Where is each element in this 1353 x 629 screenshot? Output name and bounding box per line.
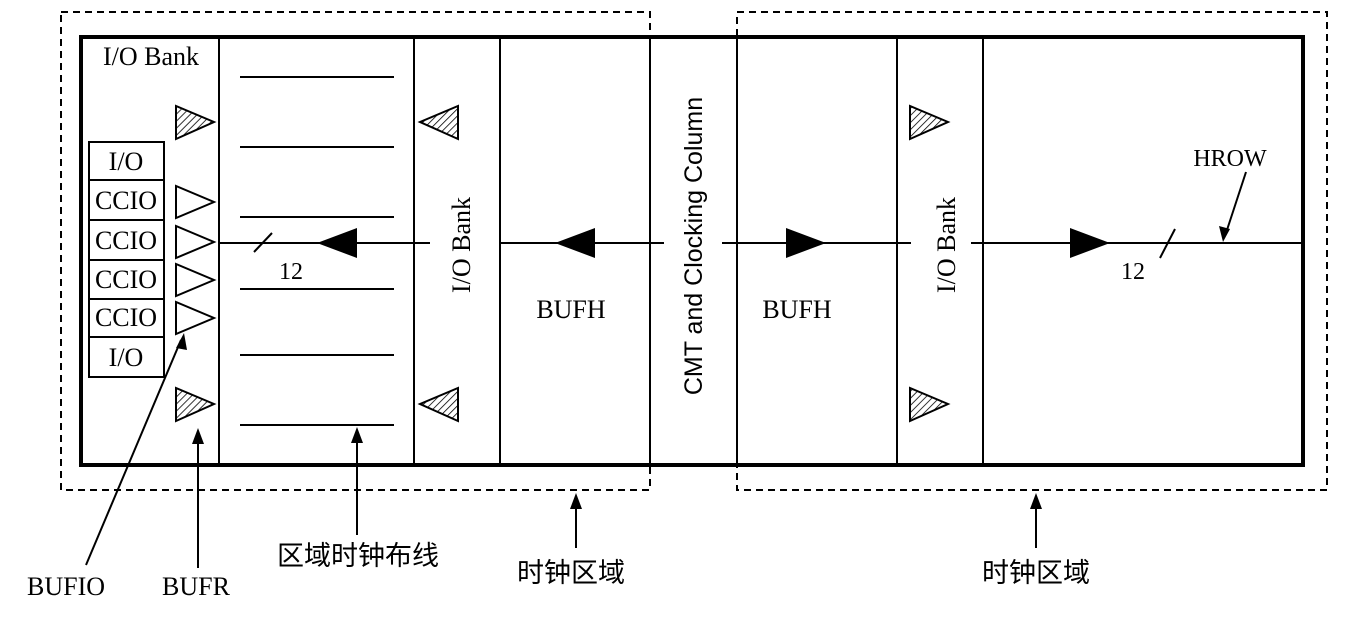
- clock-region-label-left: 时钟区域: [517, 558, 625, 589]
- hrow-label: HROW: [1193, 146, 1267, 172]
- io-cell-label: CCIO: [95, 186, 157, 215]
- io-cell-label: CCIO: [95, 303, 157, 332]
- arrow-right-icon: [786, 228, 826, 258]
- callout-arrows: [85, 339, 1037, 568]
- io-bank-column-label-right: I/O Bank: [932, 197, 961, 293]
- arrow-up-icon: [1030, 493, 1042, 509]
- clock-region-right-outline: [736, 11, 1328, 491]
- bufr-triangle-icon: [909, 386, 951, 423]
- io-bank-top-label: I/O Bank: [103, 42, 199, 71]
- bufio-triangle-icon: [175, 300, 217, 336]
- bufio-triangle-icon: [175, 224, 217, 260]
- io-bank-column-label-left: I/O Bank: [447, 197, 476, 293]
- arrow-up-icon: [351, 427, 363, 443]
- bus-slash-left: [253, 232, 273, 253]
- bufr-triangle-icon: [417, 386, 459, 423]
- bufio-triangles: [175, 184, 217, 336]
- arrow-left-icon: [317, 228, 357, 258]
- regional-clock-routing-lines: [240, 76, 394, 426]
- hrow-pointer: [1225, 171, 1247, 234]
- bufr-triangle-icon: [175, 386, 217, 423]
- io-cell-label: CCIO: [95, 265, 157, 294]
- bus-slash-right: [1159, 228, 1176, 259]
- bufio-triangle-icon: [175, 262, 217, 298]
- bufr-label: BUFR: [162, 572, 231, 601]
- callout-arrowheads: [176, 333, 1042, 509]
- bus-width-label-right: 12: [1121, 259, 1145, 285]
- bufh-label-right: BUFH: [762, 295, 832, 324]
- arrow-left-icon: [555, 228, 595, 258]
- bus-width-label-left: 12: [279, 259, 303, 285]
- io-cell: [88, 336, 165, 378]
- arrow-head-icon: [1219, 226, 1230, 242]
- bufr-triangles: [175, 104, 951, 423]
- clock-region-label-right: 时钟区域: [982, 558, 1090, 589]
- arrow-up-icon: [570, 493, 582, 509]
- bufio-label: BUFIO: [27, 572, 105, 601]
- cmt-column-label: CMT and Clocking Column: [680, 97, 708, 395]
- io-cell-label: I/O: [109, 147, 144, 176]
- io-cell-label: I/O: [109, 343, 144, 372]
- bufio-triangle-icon: [175, 184, 217, 220]
- bufr-triangle-icon: [175, 104, 217, 141]
- bufh-label-left: BUFH: [536, 295, 606, 324]
- bufr-triangle-icon: [417, 104, 459, 141]
- column-dividers: [218, 37, 984, 465]
- io-cell-stack: I/O CCIO CCIO CCIO CCIO I/O: [88, 141, 165, 378]
- regional-routing-label: 区域时钟布线: [277, 541, 439, 572]
- device-frame: [79, 35, 1305, 467]
- bufr-triangle-icon: [909, 104, 951, 141]
- arrow-up-icon: [176, 333, 187, 350]
- arrow-up-icon: [192, 428, 204, 444]
- io-cell-label: CCIO: [95, 226, 157, 255]
- arrow-right-icon: [1070, 228, 1110, 258]
